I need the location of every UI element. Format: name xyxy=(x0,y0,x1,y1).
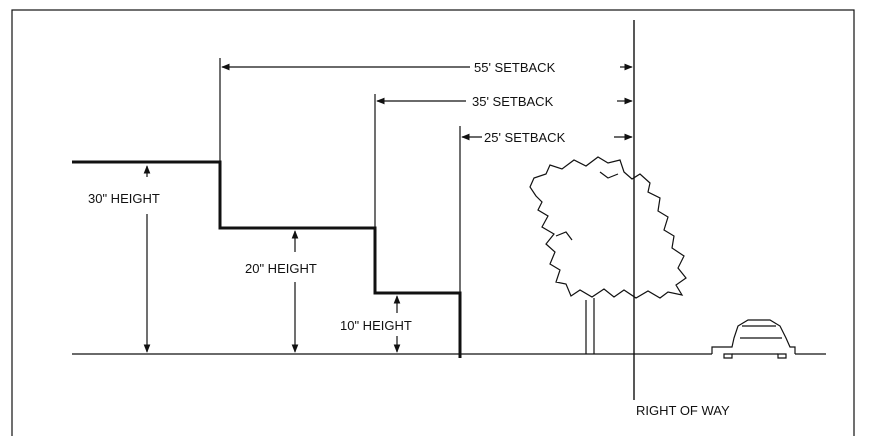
setback-55-label: 55' SETBACK xyxy=(474,60,556,75)
height-20-label: 20" HEIGHT xyxy=(245,261,317,276)
frame-border xyxy=(11,9,855,436)
setback-35-label: 35' SETBACK xyxy=(472,94,554,109)
tree-icon xyxy=(529,156,687,354)
height-10-label: 10" HEIGHT xyxy=(340,318,412,333)
right-of-way-label: RIGHT OF WAY xyxy=(636,403,730,418)
setback-25-label: 25' SETBACK xyxy=(484,130,566,145)
height-30-label: 30" HEIGHT xyxy=(88,191,160,206)
car-icon xyxy=(711,319,796,359)
